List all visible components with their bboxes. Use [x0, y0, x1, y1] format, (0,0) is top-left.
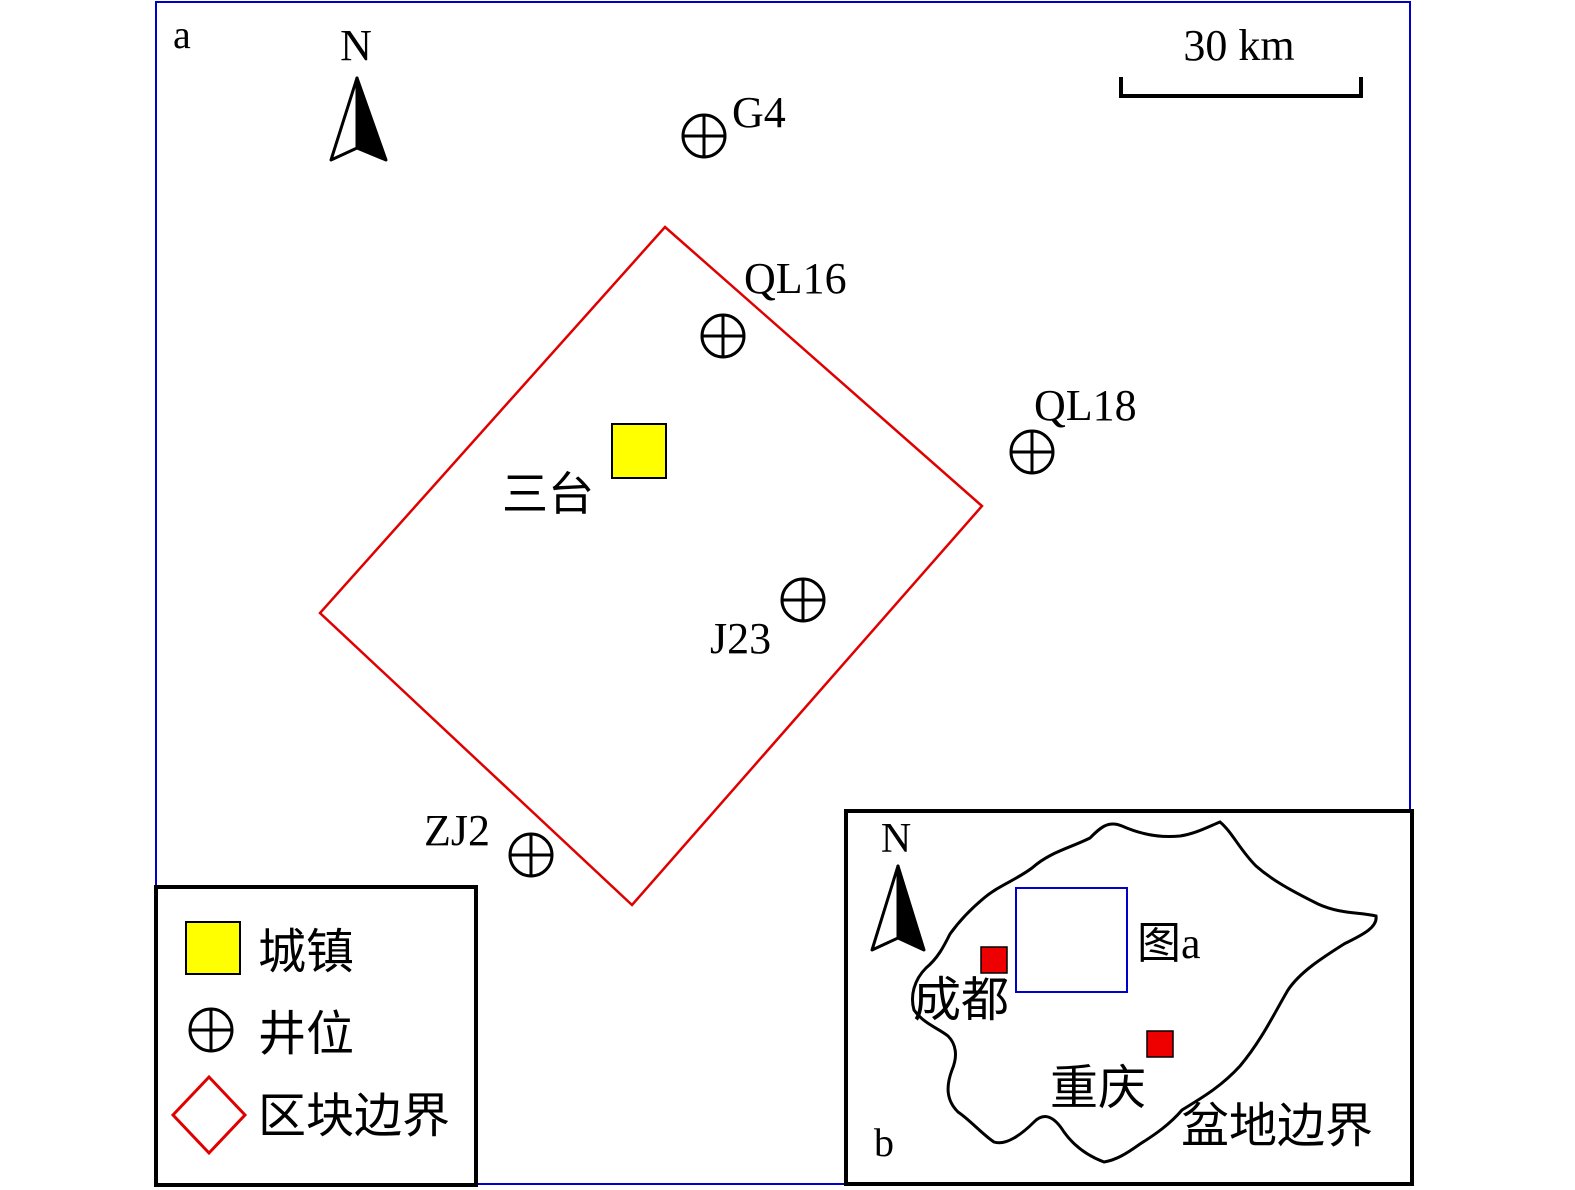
- well-icon: [508, 832, 554, 878]
- well-icon: [1009, 429, 1055, 475]
- well-icon: [681, 113, 727, 159]
- well-label-ql18: QL18: [1034, 381, 1137, 430]
- inset-north-arrow-icon: [870, 864, 926, 952]
- panel-a-frame: [155, 1, 1411, 1185]
- well-label-g4: G4: [732, 88, 786, 137]
- town-label: 三台: [502, 469, 594, 520]
- scale-bar-label: 30 km: [1183, 21, 1294, 70]
- city-marker-chengdu: [980, 946, 1008, 974]
- basin-boundary-label: 盆地边界: [1181, 1100, 1373, 1153]
- block-boundary: [318, 225, 984, 907]
- north-arrow-icon: [329, 76, 388, 162]
- well-icon: [780, 577, 826, 623]
- well-label-ql16: QL16: [744, 254, 847, 303]
- legend-label-town: 城镇: [258, 926, 354, 979]
- legend-town-swatch: [185, 921, 241, 975]
- north-label: N: [340, 21, 372, 70]
- city-marker-chongqing: [1146, 1030, 1174, 1058]
- panel-b-inset: [844, 809, 1414, 1186]
- scale-bar: [1119, 77, 1363, 98]
- inset-north-label: N: [881, 816, 911, 862]
- well-icon: [700, 313, 746, 359]
- well-label-j23: J23: [710, 614, 771, 663]
- city-label-chongqing: 重庆: [1050, 1062, 1146, 1115]
- legend-label-well: 井位: [258, 1008, 354, 1061]
- map-a-label: 图a: [1137, 919, 1201, 968]
- panel-a-extent: [1015, 887, 1128, 993]
- basin-boundary: [911, 820, 1378, 1164]
- town-marker: [611, 423, 667, 479]
- legend: [154, 885, 478, 1187]
- legend-well-icon: [188, 1007, 234, 1053]
- panel-b-label: b: [874, 1120, 894, 1165]
- well-label-zj2: ZJ2: [424, 806, 490, 855]
- legend-label-block-boundary: 区块边界: [258, 1090, 450, 1143]
- panel-a-label: a: [173, 12, 191, 57]
- legend-block-boundary-icon: [170, 1074, 248, 1156]
- city-label-chengdu: 成都: [913, 974, 1009, 1027]
